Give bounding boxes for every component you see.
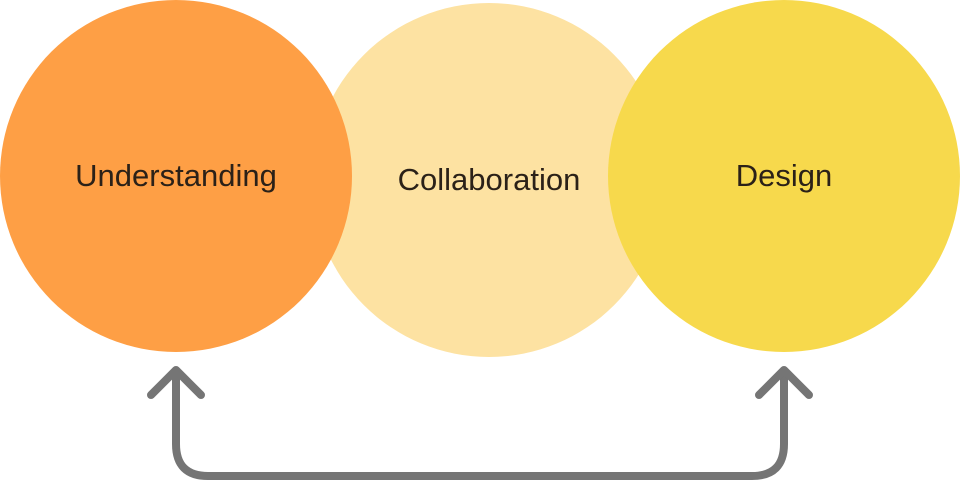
arrowhead-up-icon [755,366,813,399]
design-circle [608,0,960,352]
feedback-loop-arrow [147,366,813,480]
arrowhead-up-icon [147,366,205,399]
design-label: Design [736,158,833,193]
loop-arrow-line [172,368,788,480]
collaboration-label: Collaboration [398,162,581,197]
understanding-label: Understanding [75,158,277,193]
understanding-circle [0,0,352,352]
collaboration-circle [312,3,666,357]
